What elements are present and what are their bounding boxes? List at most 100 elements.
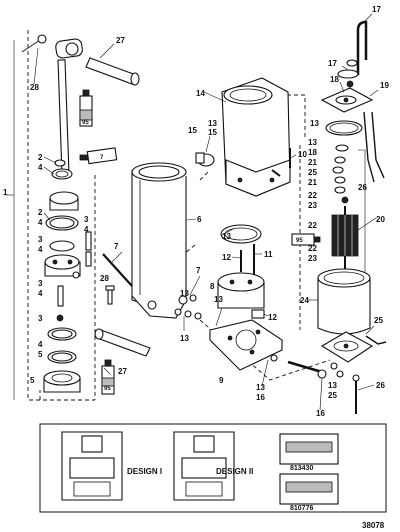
- callout-5: 5: [30, 376, 35, 385]
- callout-24: 24: [300, 296, 309, 305]
- part-code-810776: 810776: [279, 473, 339, 512]
- part-callouts: 27 28 1 2 4 2 4 3 4 3 4 3 4 3 4 5 5 6 7 …: [3, 5, 389, 418]
- design-1-sketch: [61, 431, 123, 501]
- callout-2: 2: [38, 208, 43, 217]
- pivot-pin-27: [94, 328, 151, 357]
- callout-4: 4: [38, 218, 43, 227]
- callout-12: 12: [222, 253, 231, 262]
- screw-28-lower: [105, 285, 115, 305]
- callout-12: 12: [268, 313, 277, 322]
- callout-3: 3: [38, 279, 43, 288]
- code-813430: 813430: [290, 465, 313, 472]
- pump-housing-14: [221, 77, 291, 197]
- callout-13: 13: [180, 334, 189, 343]
- callout-9: 9: [219, 376, 224, 385]
- grease-tube-95-top: [79, 89, 93, 127]
- spring-parts-15: [195, 152, 215, 167]
- callout-11: 11: [264, 250, 273, 259]
- callout-16: 16: [256, 393, 265, 402]
- callout-26: 26: [358, 183, 367, 192]
- figure-number: 38078: [362, 521, 385, 530]
- callout-28-top: 28: [30, 83, 39, 92]
- callout-22: 22: [308, 221, 317, 230]
- tube-labels: 95 7 95 95: [82, 120, 303, 392]
- valve-parts-13: [174, 294, 202, 320]
- screws-12-11: [240, 244, 255, 276]
- callout-13: 13: [180, 289, 189, 298]
- callout-4: 4: [38, 340, 43, 349]
- callout-5: 5: [38, 350, 43, 359]
- grease-tube-95-right: [291, 233, 321, 246]
- callout-14: 14: [196, 89, 205, 98]
- callout-3: 3: [38, 314, 43, 323]
- callout-4: 4: [38, 245, 43, 254]
- tube-label-95: 95: [104, 386, 111, 392]
- callout-15: 15: [208, 128, 217, 137]
- armature-20: [331, 206, 359, 270]
- design-2-sketch: [173, 431, 235, 501]
- reservoir-8: [217, 272, 265, 309]
- callout-23: 23: [308, 254, 317, 263]
- tube-label-95: 95: [82, 120, 89, 126]
- end-plate-25: [320, 331, 374, 363]
- assembly-outline-left: [27, 30, 96, 401]
- callout-13: 13: [222, 232, 231, 241]
- callout-2: 2: [38, 153, 43, 162]
- callout-16: 16: [316, 409, 325, 418]
- callout-23: 23: [308, 201, 317, 210]
- through-bolt-26: [352, 374, 360, 414]
- callout-28: 28: [100, 274, 109, 283]
- callout-17: 17: [372, 5, 381, 14]
- callout-13: 13: [208, 119, 217, 128]
- design-legend-box: DESIGN I DESIGN II 813430 810776: [39, 423, 387, 513]
- callout-4: 4: [38, 289, 43, 298]
- end-cap-18: [320, 87, 374, 113]
- callout-27: 27: [118, 367, 127, 376]
- tube-label-95: 95: [296, 238, 303, 244]
- callout-21: 21: [308, 158, 317, 167]
- callout-25: 25: [328, 391, 337, 400]
- fitting-12: [251, 309, 265, 319]
- callout-27-top: 27: [116, 36, 125, 45]
- motor-leads-25: [330, 335, 387, 378]
- callout-15: 15: [188, 126, 197, 135]
- callout-3: 3: [38, 235, 43, 244]
- code-810776: 810776: [290, 505, 313, 512]
- o-ring-13-center: [220, 224, 262, 244]
- callout-13: 13: [214, 295, 223, 304]
- callout-3: 3: [84, 215, 89, 224]
- grease-tube-95-bottom: [101, 359, 115, 395]
- callout-25: 25: [308, 168, 317, 177]
- callout-18: 18: [330, 75, 339, 84]
- callout-25: 25: [374, 316, 383, 325]
- callout-8: 8: [210, 282, 215, 291]
- callout-13: 13: [310, 119, 319, 128]
- left-stack-parts: [43, 159, 92, 393]
- callout-13: 13: [328, 381, 337, 390]
- pump-base-9: [208, 319, 284, 371]
- motor-wiring-17: [337, 20, 368, 88]
- callout-4: 4: [38, 163, 43, 172]
- motor-frame-24: [317, 268, 371, 335]
- design-1-label: DESIGN I: [127, 467, 162, 476]
- callout-20: 20: [376, 215, 385, 224]
- callout-13: 13: [256, 383, 265, 392]
- callout-26: 26: [376, 381, 385, 390]
- trim-cylinder: [131, 162, 187, 319]
- leader-lines: [33, 13, 379, 411]
- callout-18: 18: [308, 148, 317, 157]
- callout-22: 22: [308, 191, 317, 200]
- callout-7: 7: [196, 266, 201, 275]
- callout-13: 13: [308, 138, 317, 147]
- sealant-tube-7: [79, 147, 118, 165]
- design-2-label: DESIGN II: [216, 467, 253, 476]
- long-bolt-7: [102, 253, 133, 287]
- drive-parts-16: [270, 354, 327, 379]
- part-code-813430: 813430: [279, 433, 339, 472]
- motor-leads-26-top: [363, 111, 385, 183]
- callout-1: 1: [3, 188, 8, 197]
- callout-7: 7: [114, 242, 119, 251]
- callout-21: 21: [308, 178, 317, 187]
- callout-10: 10: [298, 150, 307, 159]
